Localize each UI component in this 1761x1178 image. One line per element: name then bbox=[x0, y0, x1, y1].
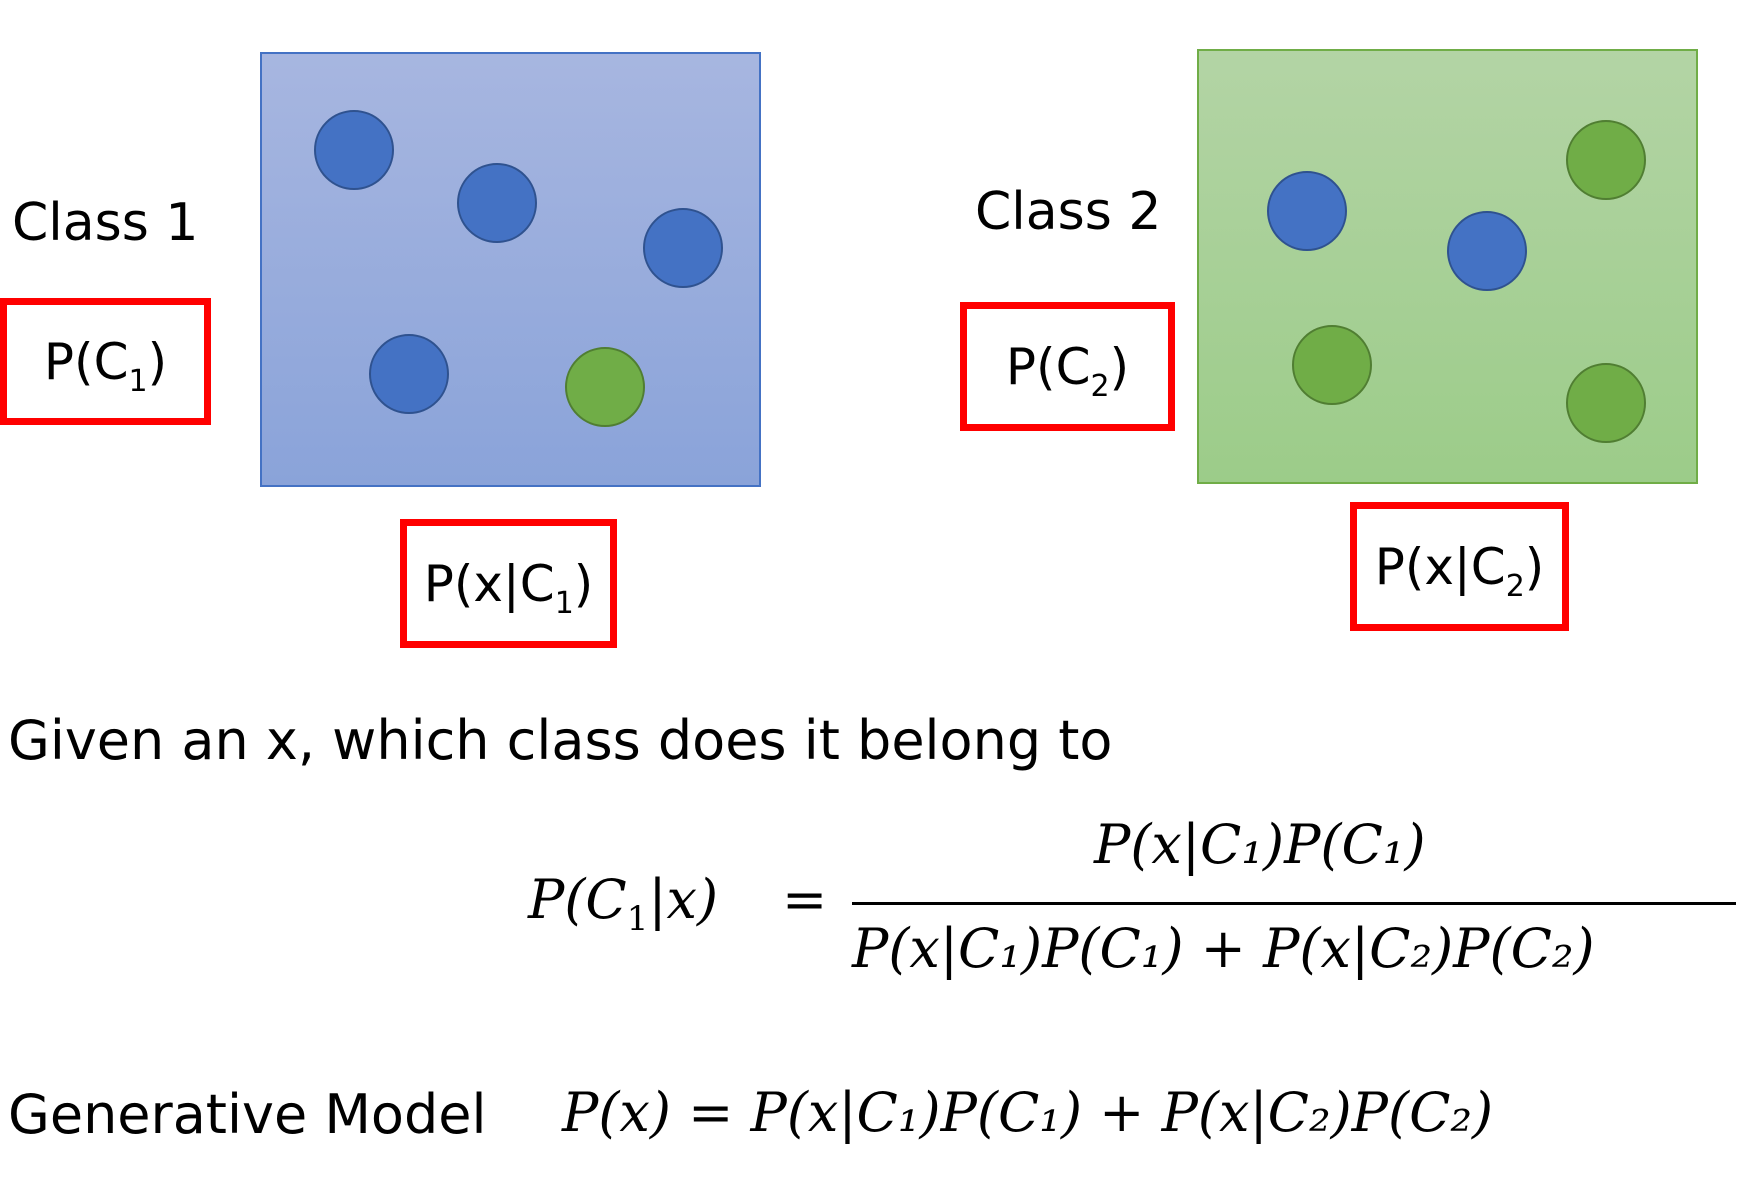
fraction-bar bbox=[852, 902, 1736, 905]
question-text: Given an x, which class does it belong t… bbox=[8, 709, 1113, 772]
class2-label: Class 2 bbox=[975, 182, 1162, 242]
class2-point-blue bbox=[1267, 171, 1347, 251]
class1-point-blue bbox=[369, 334, 449, 414]
class1-point-blue bbox=[314, 110, 394, 190]
class2-point-blue bbox=[1447, 211, 1527, 291]
class2-prior-box: P(C2) bbox=[960, 302, 1175, 431]
class1-point-blue bbox=[643, 208, 723, 288]
class2-prior-text: P(C2) bbox=[1005, 337, 1130, 404]
class1-likelihood-text: P(x|C1) bbox=[423, 554, 594, 621]
class1-point-blue bbox=[457, 163, 537, 243]
class2-point-green bbox=[1292, 325, 1372, 405]
class2-likelihood-box: P(x|C2) bbox=[1350, 502, 1569, 631]
class1-panel bbox=[260, 52, 761, 487]
class2-point-green bbox=[1566, 120, 1646, 200]
generative-formula: P(x) = P(x|C₁)P(C₁) + P(x|C₂)P(C₂) bbox=[562, 1081, 1494, 1144]
class2-likelihood-text: P(x|C2) bbox=[1374, 537, 1545, 604]
posterior-equals: = bbox=[782, 868, 828, 931]
class1-prior-text: P(C1) bbox=[43, 332, 168, 399]
posterior-numerator: P(x|C₁)P(C₁) bbox=[1094, 813, 1426, 876]
generative-label: Generative Model bbox=[8, 1083, 487, 1146]
class1-likelihood-box: P(x|C1) bbox=[400, 519, 617, 648]
class2-panel bbox=[1197, 49, 1698, 484]
posterior-lhs: P(C1|x) bbox=[528, 868, 719, 939]
class1-label: Class 1 bbox=[12, 193, 199, 253]
posterior-denominator: P(x|C₁)P(C₁) + P(x|C₂)P(C₂) bbox=[852, 917, 1595, 980]
class1-point-green bbox=[565, 347, 645, 427]
class1-prior-box: P(C1) bbox=[0, 298, 211, 425]
class2-point-green bbox=[1566, 363, 1646, 443]
